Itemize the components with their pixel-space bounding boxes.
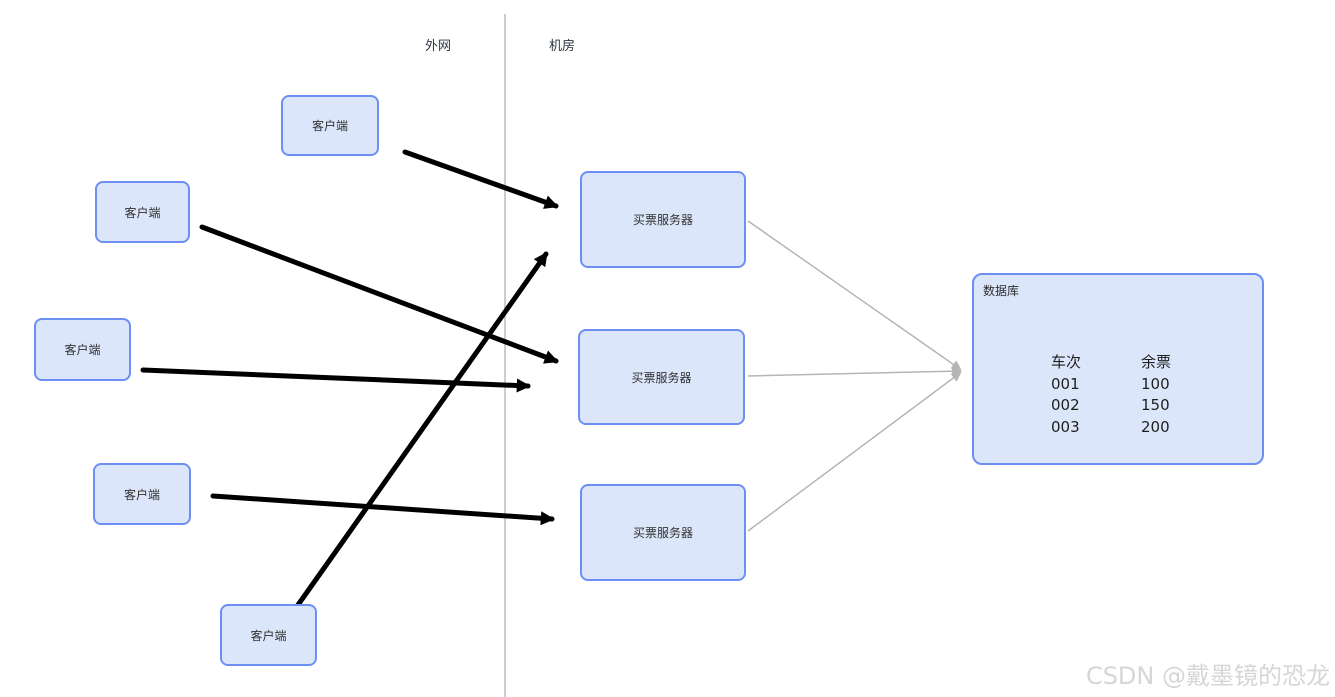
arrow-client3-server2 xyxy=(140,367,531,393)
client-box-5: 客户端 xyxy=(220,604,317,666)
client-box-4-label: 客户端 xyxy=(123,487,160,502)
arrow-client4-server3 xyxy=(210,493,555,526)
client-box-5-label: 客户端 xyxy=(250,628,287,643)
server-box-3-label: 买票服务器 xyxy=(632,526,693,540)
table-header-tickets-left: 余票 xyxy=(1141,353,1172,371)
watermark-text: CSDN @戴墨镜的恐龙 xyxy=(1085,662,1330,690)
client-box-3-label: 客户端 xyxy=(64,343,101,357)
table-cell-tickets-2: 150 xyxy=(1141,396,1170,414)
table-header-train-no: 车次 xyxy=(1051,353,1082,371)
server-box-1-label: 买票服务器 xyxy=(632,213,693,227)
arrow-client1-server1 xyxy=(402,149,559,209)
zone-label-server-room: 机房 xyxy=(549,39,576,54)
database-table: 车次 余票 001 100 002 150 003 200 xyxy=(1051,352,1221,438)
client-box-2-label: 客户端 xyxy=(124,205,161,220)
client-box-4: 客户端 xyxy=(93,463,191,525)
table-cell-train-2: 002 xyxy=(1051,396,1080,414)
server-box-1: 买票服务器 xyxy=(580,171,746,268)
table-cell-train-3: 003 xyxy=(1051,417,1080,436)
client-box-1: 客户端 xyxy=(281,95,379,156)
table-cell-train-1: 001 xyxy=(1051,374,1080,393)
table-cell-tickets-1: 100 xyxy=(1141,374,1170,393)
arrow-client5-server1 xyxy=(290,251,549,615)
client-box-1-label: 客户端 xyxy=(311,119,348,133)
link-server1-database xyxy=(747,220,962,371)
table-cell-tickets-3: 200 xyxy=(1141,417,1170,436)
database-box: 数据库 车次 余票 001 100 002 150 003 200 xyxy=(972,273,1264,465)
database-title: 数据库 xyxy=(983,284,1020,298)
server-box-2: 买票服务器 xyxy=(578,329,745,425)
server-box-3: 买票服务器 xyxy=(580,484,746,581)
client-box-3: 客户端 xyxy=(34,318,131,381)
link-server2-database xyxy=(747,366,962,377)
server-box-2-label: 买票服务器 xyxy=(631,370,692,385)
client-box-2: 客户端 xyxy=(95,181,190,243)
arrow-client2-server2 xyxy=(199,224,559,364)
link-server3-database xyxy=(747,371,962,532)
zone-label-outer-network: 外网 xyxy=(425,39,452,54)
